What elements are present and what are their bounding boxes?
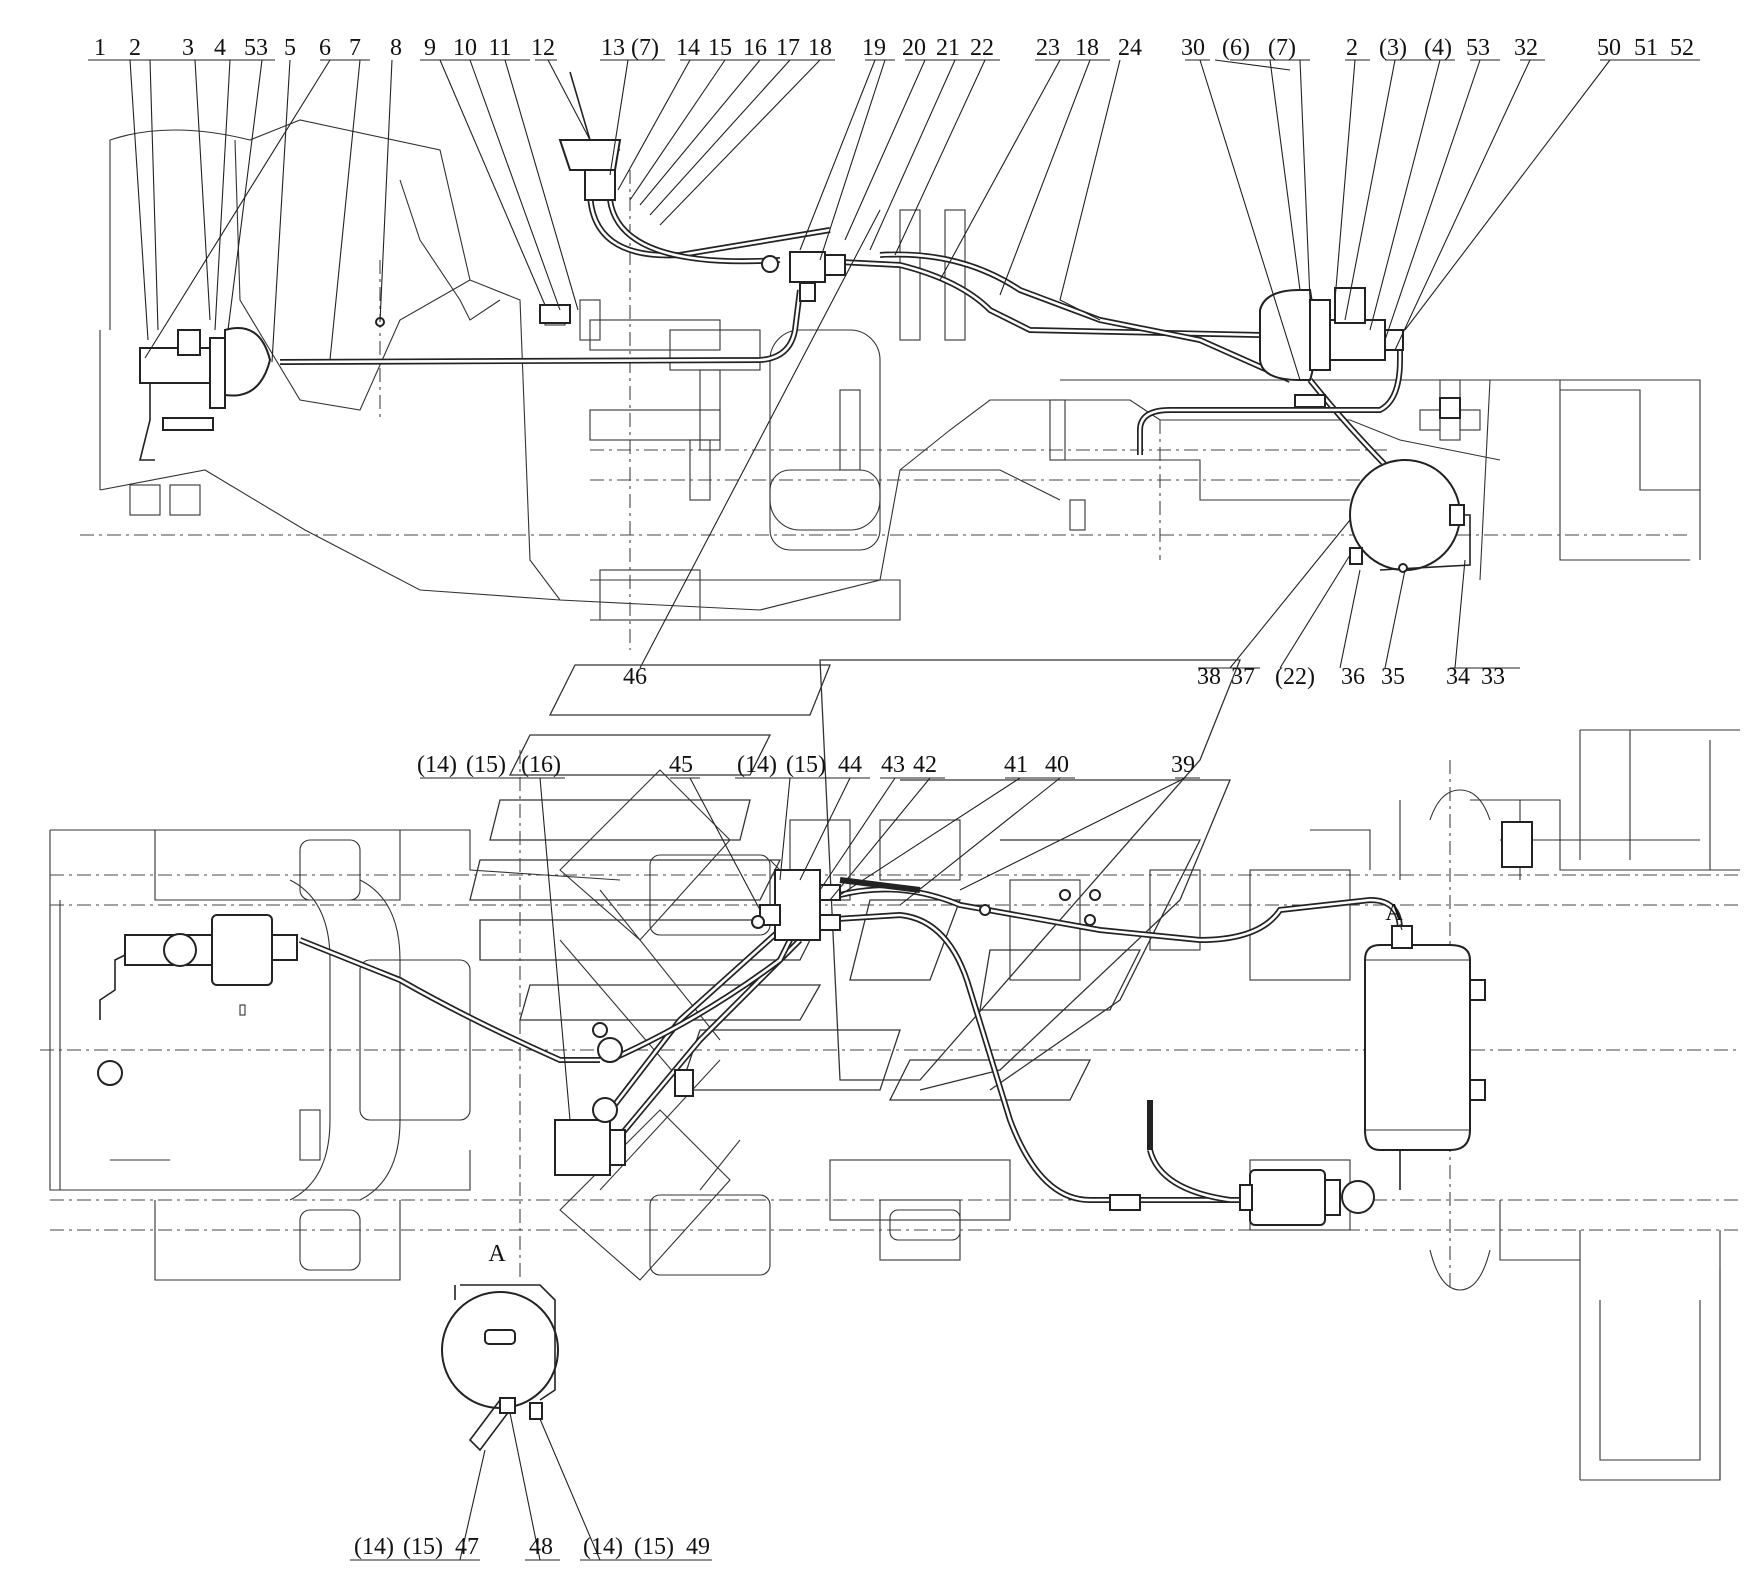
callout-label: 20	[902, 35, 926, 61]
side-view-hoses	[279, 189, 1403, 483]
callout-label: A	[488, 1241, 506, 1267]
callout-label: 21	[936, 35, 960, 61]
callout-label: 16	[743, 35, 767, 61]
callout-label: 6	[319, 35, 331, 61]
callout-label: 39	[1171, 752, 1195, 778]
callout-label: 42	[913, 752, 937, 778]
callout-label: (22)	[1275, 664, 1315, 690]
detail-a-tank-end-view	[350, 1284, 712, 1561]
callout-label: 53	[1466, 35, 1490, 61]
callout-label: 36	[1341, 664, 1365, 690]
callout-label: 2	[129, 35, 141, 61]
callout-label: 1	[94, 35, 106, 61]
callout-label: A	[1385, 900, 1403, 926]
side-view-frame	[80, 119, 1701, 650]
callout-label: 49	[686, 1534, 710, 1560]
callout-label: 2	[1346, 35, 1358, 61]
callout-label: 32	[1514, 35, 1538, 61]
callout-label: 45	[669, 752, 693, 778]
callout-label: (15)	[466, 752, 506, 778]
callout-label: 44	[838, 752, 862, 778]
callout-label: 33	[1481, 664, 1505, 690]
plan-view-leader-lines	[420, 777, 1403, 1121]
callout-label: 7	[349, 35, 361, 61]
callout-label: 50	[1597, 35, 1621, 61]
side-view-components	[138, 71, 1471, 573]
callout-label: 22	[970, 35, 994, 61]
callout-label: 41	[1004, 752, 1028, 778]
callout-label: 15	[708, 35, 732, 61]
callout-label: (14)	[583, 1534, 623, 1560]
callout-labels-bottom: A (14) (15) 47 48 (14) (15) 49	[354, 1241, 710, 1560]
callout-label: (4)	[1424, 35, 1452, 61]
callout-label: 23	[1036, 35, 1060, 61]
callout-label: 11	[488, 35, 511, 61]
plan-view-components	[99, 821, 1533, 1226]
callout-label: (14)	[417, 752, 457, 778]
callout-label: (14)	[354, 1534, 394, 1560]
callout-label: (16)	[521, 752, 561, 778]
callout-labels-middle: 46 38 37 (22) 36 35 34 33 (14) (15) (16) 45 (14) (15)…	[417, 664, 1505, 926]
callout-label: (15)	[403, 1534, 443, 1560]
callout-label: 5	[284, 35, 296, 61]
callout-label: 14	[676, 35, 700, 61]
callout-label: 38	[1197, 664, 1221, 690]
side-view-leader-lines	[88, 59, 1700, 669]
callout-label: 9	[424, 35, 436, 61]
callout-label: 18	[1075, 35, 1099, 61]
callout-label: 51	[1634, 35, 1658, 61]
callout-label: 46	[623, 664, 647, 690]
callout-label: 17	[776, 35, 800, 61]
callout-label: (15)	[786, 752, 826, 778]
callout-label: 19	[862, 35, 886, 61]
callout-label: 8	[390, 35, 402, 61]
callout-label: (14)	[737, 752, 777, 778]
callout-label: 35	[1381, 664, 1405, 690]
callout-label: 18	[808, 35, 832, 61]
callout-label: 48	[529, 1534, 553, 1560]
callout-label: 37	[1231, 664, 1255, 690]
callout-label: 30	[1181, 35, 1205, 61]
callout-label: 34	[1446, 664, 1470, 690]
callout-label: (3)	[1379, 35, 1407, 61]
plan-view-hoses	[298, 877, 1403, 1203]
callout-label: 13 (7)	[601, 35, 659, 61]
callout-label: 4	[214, 35, 226, 61]
callout-label: 43	[881, 752, 905, 778]
callout-label: 52	[1670, 35, 1694, 61]
plan-view-frame	[40, 729, 1740, 1481]
callout-label: 12	[531, 35, 555, 61]
callout-label: 3	[182, 35, 194, 61]
callout-label: 10	[453, 35, 477, 61]
callout-label: 40	[1045, 752, 1069, 778]
callout-label: (7)	[1268, 35, 1296, 61]
callout-label: 53	[244, 35, 268, 61]
callout-label: 24	[1118, 35, 1142, 61]
callout-label: 47	[455, 1534, 479, 1560]
callout-label: (15)	[634, 1534, 674, 1560]
callout-label: (6)	[1222, 35, 1250, 61]
